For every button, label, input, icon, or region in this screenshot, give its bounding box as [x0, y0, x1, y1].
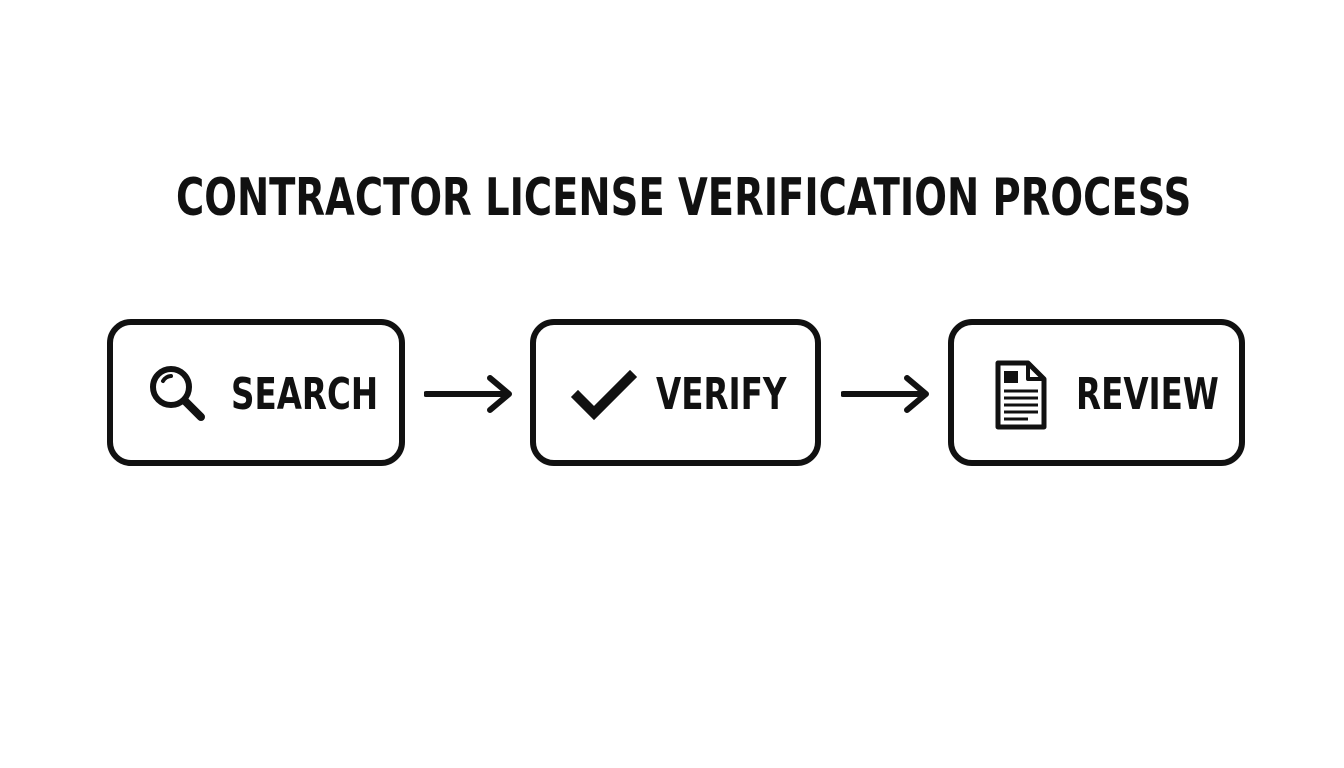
step-verify-box: VERIFY — [530, 319, 821, 466]
step-verify-label: VERIFY — [656, 369, 787, 420]
checkmark-icon — [564, 357, 640, 433]
right-arrow-icon — [424, 372, 516, 416]
step-search-label: SEARCH — [231, 369, 379, 420]
step-review-label: REVIEW — [1076, 369, 1219, 420]
right-arrow-icon — [841, 372, 933, 416]
document-icon — [982, 357, 1058, 433]
step-review-box: REVIEW — [948, 319, 1245, 466]
diagram-title: CONTRACTOR LICENSE VERIFICATION PROCESS — [176, 168, 1192, 228]
step-search-box: SEARCH — [107, 319, 405, 466]
magnifying-glass-icon — [141, 357, 217, 433]
